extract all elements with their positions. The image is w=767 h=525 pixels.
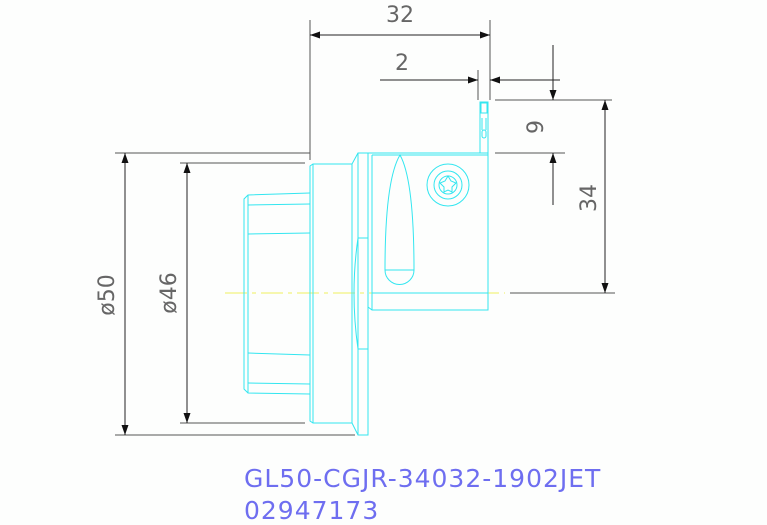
extension-lines (115, 20, 615, 436)
part-number: 02947173 (244, 496, 380, 525)
cutting-insert (479, 101, 489, 154)
part-code: GL50-CGJR-34032-1902JET (244, 464, 602, 493)
dim-2-label: 2 (395, 51, 409, 76)
dim-dia46-label: ø46 (157, 272, 182, 313)
dim-dia50-label: ø50 (95, 274, 120, 315)
tool-holder-part (243, 101, 489, 436)
dimension-lines (121, 31, 609, 435)
dim-32-label: 32 (386, 3, 414, 28)
torx-screw-icon (426, 163, 470, 207)
dim-34-label: 34 (577, 184, 602, 212)
dim-9-label: 9 (524, 120, 549, 134)
